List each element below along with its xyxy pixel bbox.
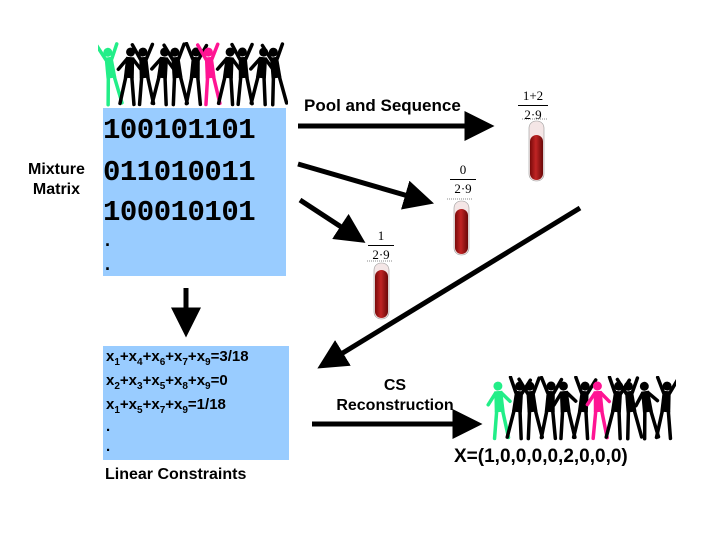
- cs-reconstruction-label: CS Reconstruction: [320, 376, 470, 416]
- matrix-dot-1: .: [105, 230, 111, 250]
- dancing-crowd-bottom-icon: [486, 376, 676, 441]
- fraction-bottom-den: 2·9: [372, 247, 390, 262]
- dancer-silhouette: [654, 376, 676, 441]
- constraint-dot-2: .: [106, 438, 111, 455]
- dancer-silhouette: [539, 376, 564, 441]
- cs-label-line1: CS: [383, 377, 407, 394]
- dancer-silhouette: [184, 42, 209, 107]
- dancing-crowd-top-icon: [98, 42, 288, 107]
- dancer-silhouette: [517, 376, 545, 441]
- dancer-silhouette: [615, 376, 644, 441]
- dancer-silhouette: [215, 47, 242, 107]
- arrow-pool-middle: [297, 161, 435, 210]
- test-tube-icon: [367, 260, 393, 320]
- constraints-box: x1+x4+x6+x7+x9=3/18 x2+x3+x5+x8+x9=0 x1+…: [103, 346, 289, 460]
- dancer-silhouette: [571, 376, 598, 441]
- dancer-silhouette: [116, 47, 143, 107]
- mixture-matrix-label: Mixture Matrix: [28, 160, 85, 200]
- constraint-row-1: x1+x4+x6+x7+x9=3/18: [106, 348, 249, 368]
- fraction-middle: 0 2·9: [450, 162, 476, 197]
- fraction-top-den: 2·9: [524, 107, 542, 122]
- dancer-silhouette: [260, 42, 288, 107]
- dancer-silhouette: [552, 381, 578, 441]
- cs-label-line2: Reconstruction: [336, 397, 454, 414]
- dancer-silhouette: [249, 47, 275, 107]
- matrix-row-1: 100101101: [103, 114, 256, 147]
- dancer-silhouette: [634, 381, 661, 441]
- dancer-silhouette: [130, 42, 156, 107]
- arrow-diagonal: [317, 205, 582, 369]
- fraction-bottom: 1 2·9: [368, 228, 394, 263]
- fraction-bottom-num: 1: [377, 228, 385, 243]
- fraction-top: 1+2 2·9: [518, 88, 548, 123]
- dancer-silhouette: [486, 381, 512, 441]
- dancer-silhouette: [230, 42, 254, 107]
- constraint-row-3: x1+x5+x7+x9=1/18: [106, 396, 226, 416]
- arrow-pool-bottom: [298, 197, 366, 243]
- fraction-top-num: 1+2: [522, 88, 544, 103]
- test-tube-icon: [447, 198, 473, 256]
- mixture-matrix-box: 100101101 011010011 100010101 . .: [103, 108, 286, 276]
- fraction-middle-den: 2·9: [454, 181, 472, 196]
- dancer-silhouette: [585, 381, 612, 441]
- dancer-silhouette: [195, 42, 222, 107]
- matrix-row-2: 011010011: [103, 156, 256, 189]
- test-tube-icon: [522, 118, 548, 182]
- constraint-row-2: x2+x3+x5+x8+x9=0: [106, 372, 228, 392]
- mixture-label-line2: Matrix: [32, 181, 81, 198]
- linear-constraints-label: Linear Constraints: [105, 466, 247, 483]
- result-vector: X=(1,0,0,0,0,2,0,0,0): [454, 446, 628, 467]
- pool-sequence-label: Pool and Sequence: [304, 96, 461, 115]
- matrix-dot-2: .: [105, 254, 111, 274]
- dancer-silhouette: [162, 42, 190, 107]
- matrix-row-3: 100010101: [103, 196, 256, 229]
- dancer-silhouette: [98, 42, 124, 107]
- mixture-label-line1: Mixture: [28, 161, 85, 178]
- constraint-dot-1: .: [106, 418, 111, 435]
- fraction-middle-num: 0: [459, 162, 467, 177]
